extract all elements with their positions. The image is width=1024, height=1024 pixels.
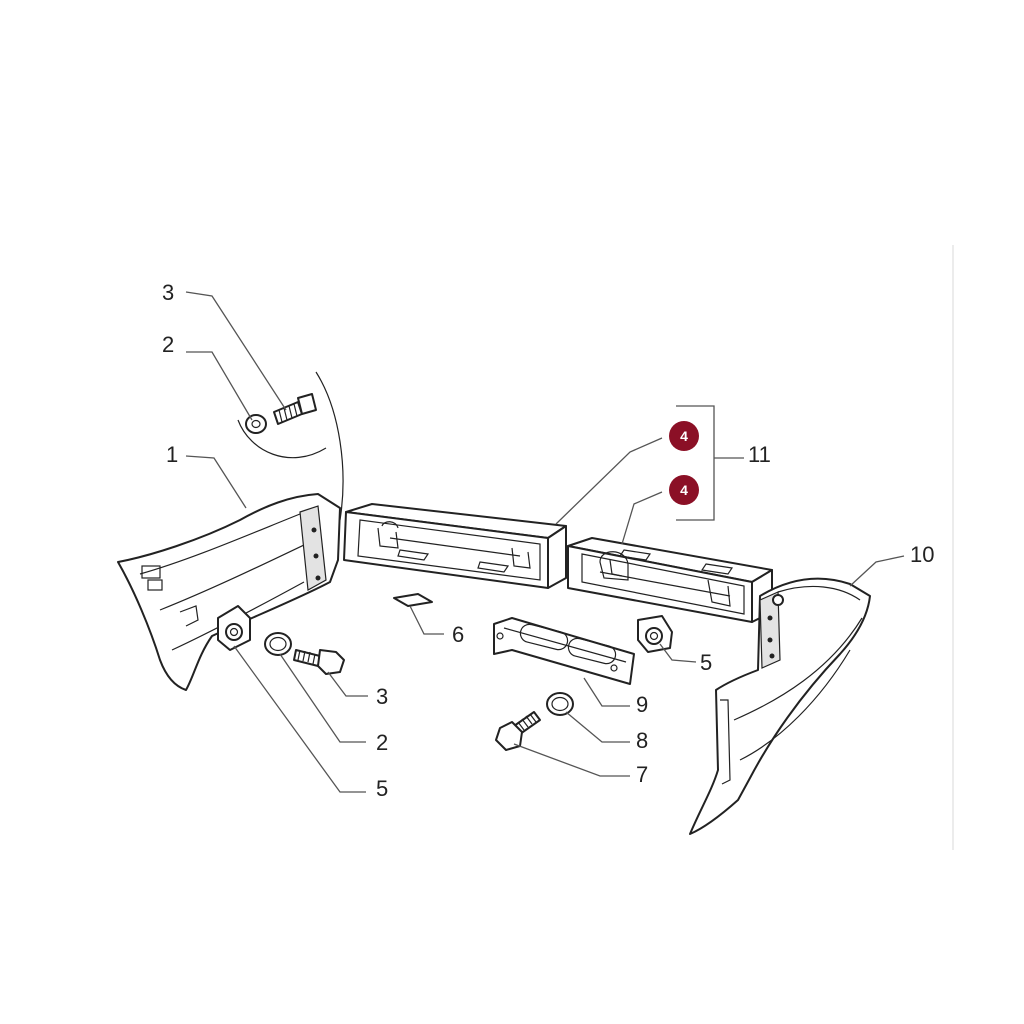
callout-3-top: 3 xyxy=(162,280,174,305)
badge-label: 4 xyxy=(680,482,688,498)
part-8-washer xyxy=(546,692,574,716)
callout-11: 11 xyxy=(748,442,771,467)
callout-1: 1 xyxy=(166,442,178,467)
part-3-bolt xyxy=(293,649,345,675)
part-9-bracket xyxy=(493,617,635,685)
detail-inset xyxy=(237,371,344,521)
leader-lines xyxy=(185,291,905,793)
callout-3-bottom: 3 xyxy=(376,684,388,709)
callout-5-left: 5 xyxy=(376,776,388,801)
callout-badge-4-a[interactable]: 4 xyxy=(669,421,699,451)
callout-5-right: 5 xyxy=(700,650,712,675)
part-2-washer xyxy=(264,632,292,656)
badge-label: 4 xyxy=(680,428,688,444)
callout-9: 9 xyxy=(636,692,648,717)
part-5-right-cage-nut xyxy=(637,615,673,653)
badge-circle xyxy=(669,475,699,505)
part-5-left-cage-nut xyxy=(217,605,251,651)
callout-2-bottom: 2 xyxy=(376,730,388,755)
callout-8: 8 xyxy=(636,728,648,753)
badge-circle xyxy=(669,421,699,451)
callout-badge-4-b[interactable]: 4 xyxy=(669,475,699,505)
callout-6: 6 xyxy=(452,622,464,647)
part-10-right-bumper-end xyxy=(689,577,871,835)
part-7-bolt xyxy=(495,711,541,751)
callout-2-top: 2 xyxy=(162,332,174,357)
part-4-right-reinforcement xyxy=(567,537,773,623)
callout-10: 10 xyxy=(910,542,934,567)
part-6-pad xyxy=(393,593,433,607)
part-4-left-reinforcement xyxy=(343,503,567,589)
callout-7: 7 xyxy=(636,762,648,787)
